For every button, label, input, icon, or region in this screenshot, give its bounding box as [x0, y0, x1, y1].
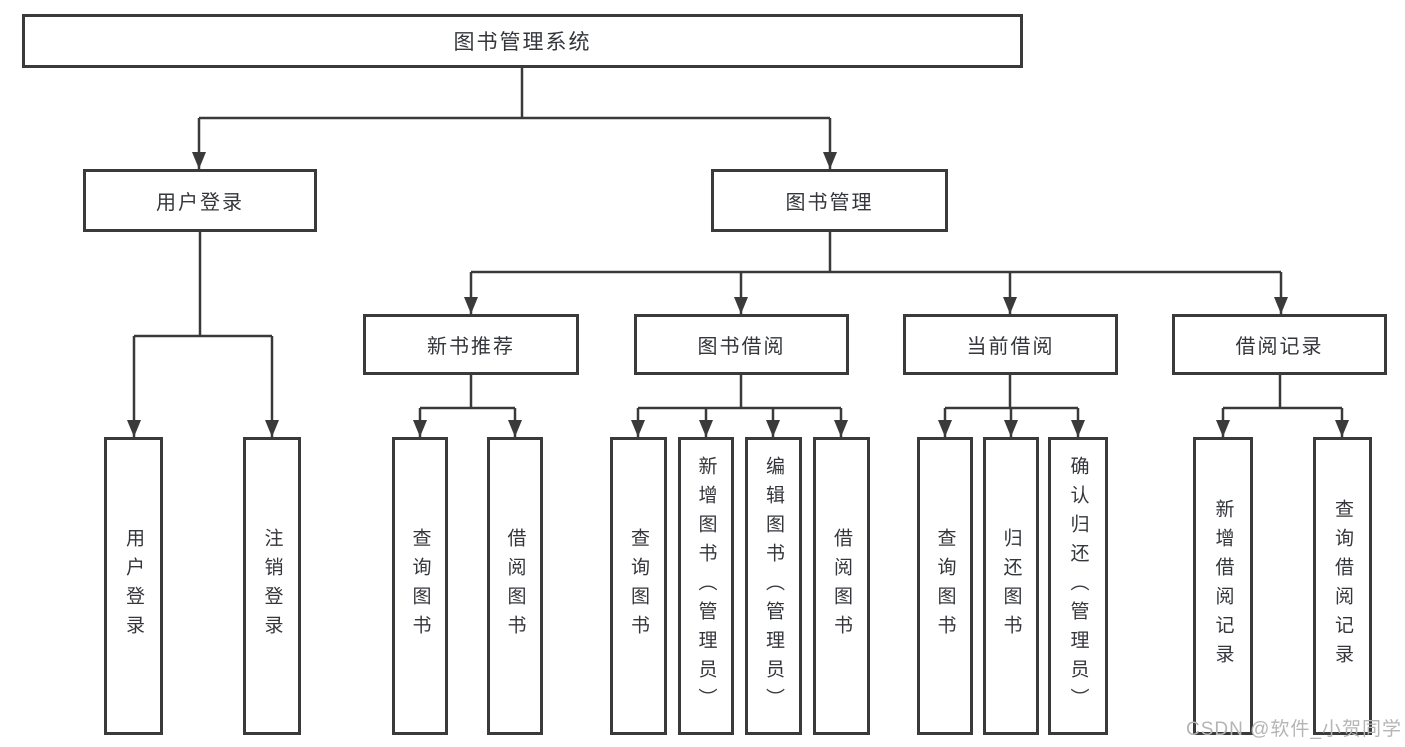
node-label: 查询借阅记录: [1332, 499, 1353, 673]
node-leaf-logout: 注销登录: [243, 437, 301, 735]
node-leaf-return-book: 归还图书: [983, 437, 1039, 735]
node-label: 借阅图书: [831, 528, 852, 644]
node-label: 图书管理系统: [453, 31, 592, 54]
node-leaf-confirm-return-admin: 确认归还（管理员）: [1048, 437, 1108, 735]
node-label: 当前借阅: [966, 336, 1055, 358]
node-label: 归还图书: [1000, 528, 1022, 644]
node-leaf-borrow-book-recommend: 借阅图书: [487, 437, 543, 735]
node-label: 用户登录: [156, 192, 244, 214]
node-label: 图书管理: [785, 192, 874, 214]
node-leaf-add-borrow-record: 新增借阅记录: [1193, 437, 1253, 735]
node-leaf-query-book-borrow: 查询图书: [610, 437, 667, 735]
node-leaf-user-login: 用户登录: [104, 437, 163, 735]
node-label: 图书借阅: [697, 336, 786, 358]
node-new-book-recommend: 新书推荐: [363, 314, 579, 375]
csdn-watermark: CSDN @软件_小贺同学: [1186, 719, 1402, 740]
node-label: 借阅记录: [1235, 336, 1324, 358]
node-label: 新书推荐: [427, 336, 515, 358]
node-label: 查询图书: [934, 528, 956, 644]
node-label: 查询图书: [409, 528, 431, 644]
node-user-login: 用户登录: [83, 169, 317, 232]
node-borrow-record: 借阅记录: [1172, 314, 1387, 375]
node-leaf-borrow-book: 借阅图书: [813, 437, 870, 735]
node-book-management: 图书管理: [711, 169, 948, 232]
node-label: 注销登录: [261, 528, 283, 644]
node-leaf-query-borrow-record: 查询借阅记录: [1313, 437, 1372, 735]
node-leaf-add-book-admin: 新增图书（管理员）: [678, 437, 734, 735]
node-label: 新增图书（管理员）: [695, 455, 717, 717]
node-label: 编辑图书（管理员）: [763, 455, 784, 717]
node-leaf-edit-book-admin: 编辑图书（管理员）: [745, 437, 802, 735]
node-label: 确认归还（管理员）: [1067, 455, 1089, 717]
node-label: 用户登录: [123, 528, 144, 644]
node-leaf-query-book-recommend: 查询图书: [392, 437, 448, 735]
node-label: 借阅图书: [504, 528, 526, 644]
node-root-library-system: 图书管理系统: [22, 14, 1023, 68]
node-book-borrow: 图书借阅: [634, 314, 849, 375]
node-current-borrow: 当前借阅: [903, 314, 1118, 375]
node-leaf-query-book-current: 查询图书: [917, 437, 973, 735]
node-label: 新增借阅记录: [1212, 499, 1234, 673]
node-label: 查询图书: [628, 528, 649, 644]
